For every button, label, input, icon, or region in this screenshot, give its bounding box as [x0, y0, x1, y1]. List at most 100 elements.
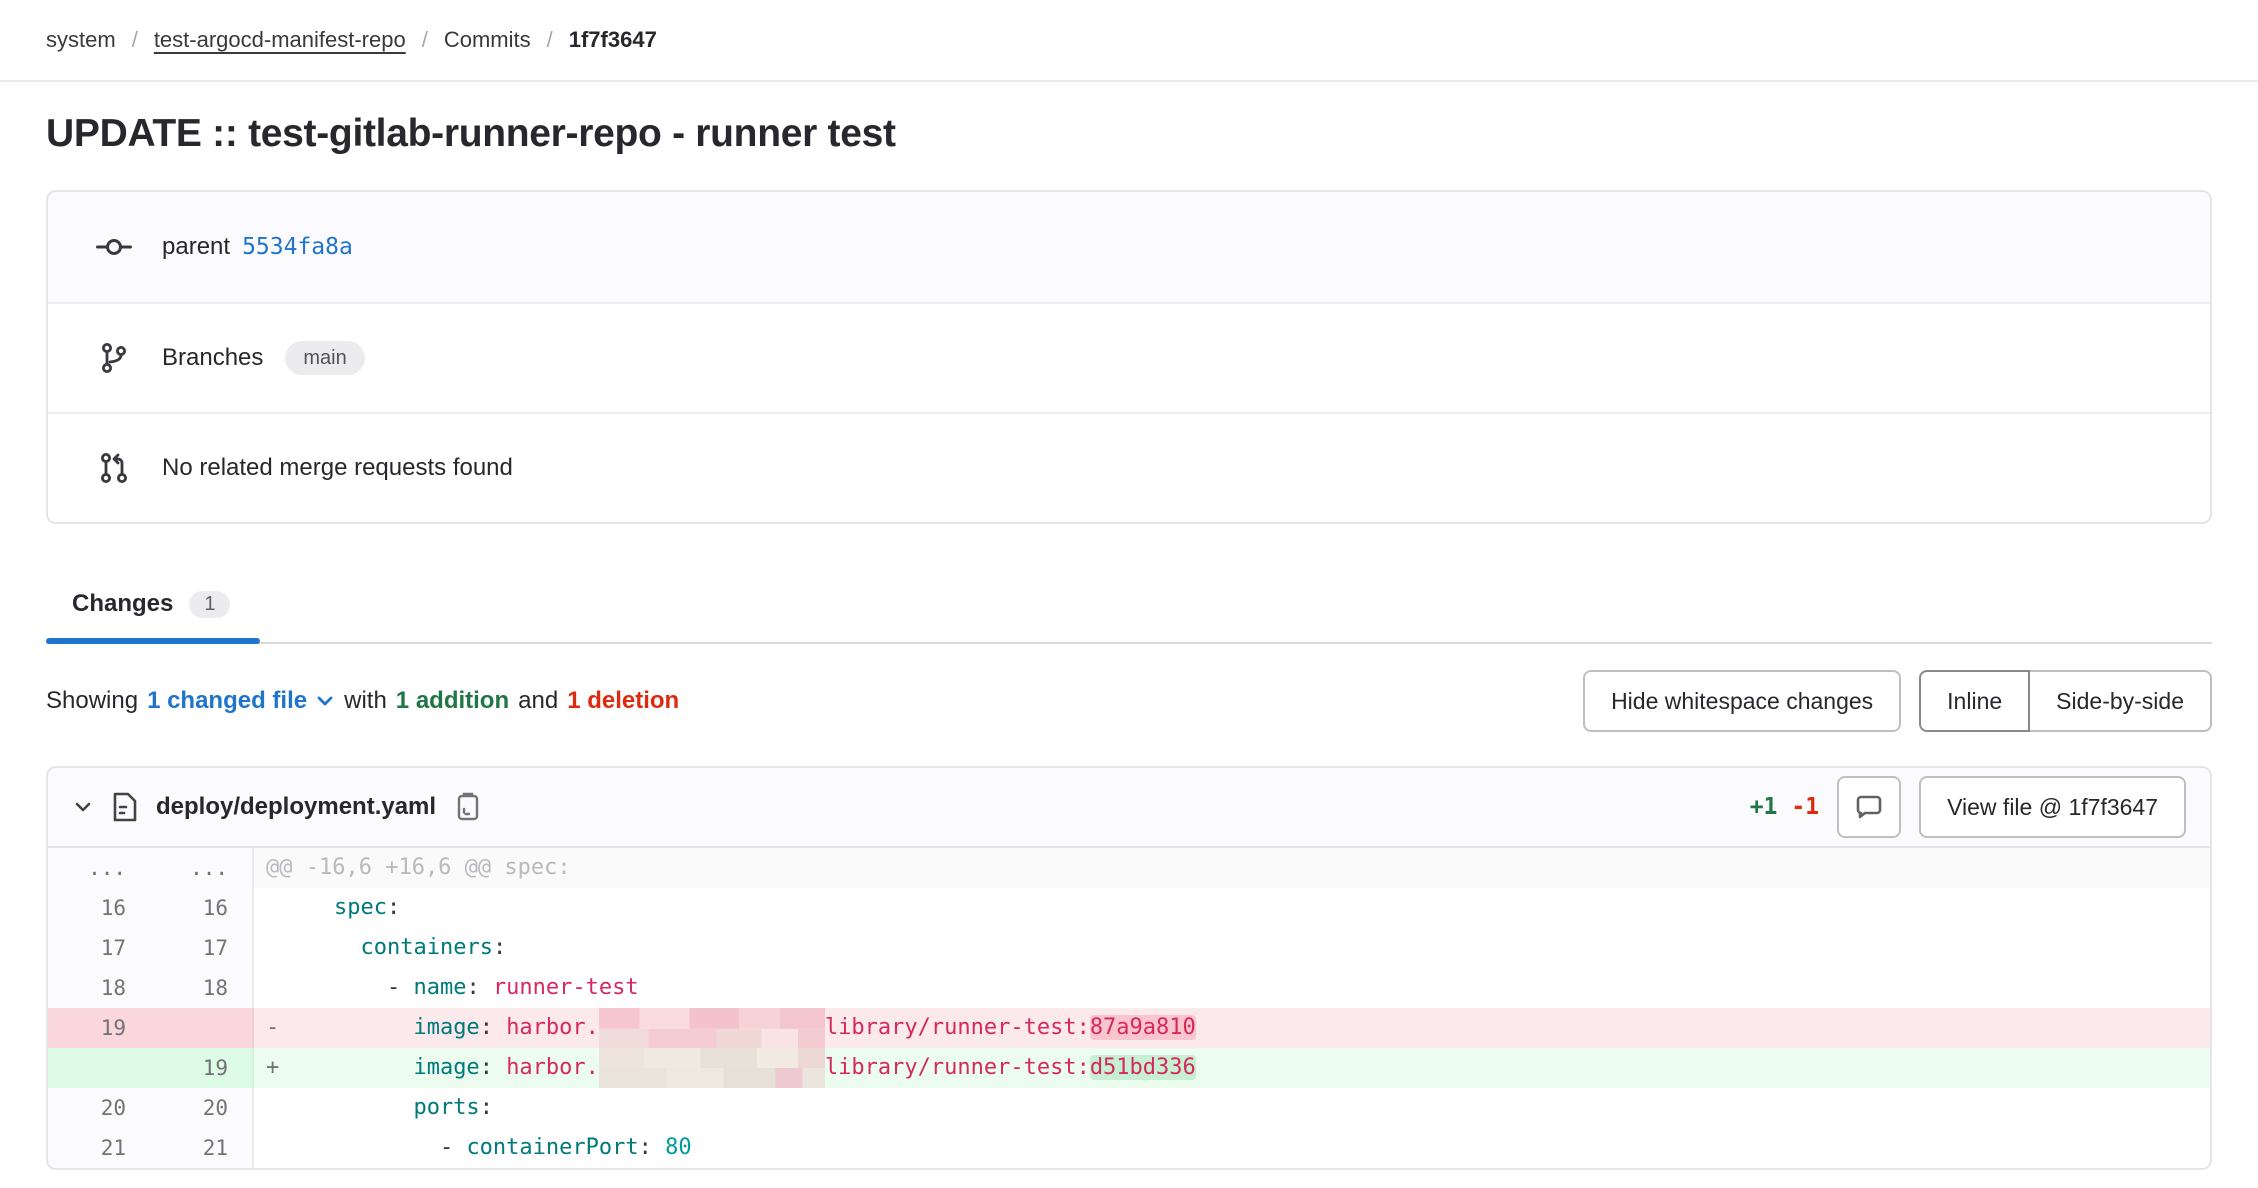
- branches-row: Branches main: [48, 302, 2210, 412]
- file-path[interactable]: deploy/deployment.yaml: [156, 793, 437, 820]
- new-line-number[interactable]: [150, 1008, 254, 1048]
- code-segment: containers: [360, 935, 493, 960]
- old-line-number[interactable]: [48, 1048, 150, 1088]
- breadcrumb-item-repo[interactable]: test-argocd-manifest-repo: [153, 27, 406, 52]
- code-segment: :: [492, 935, 507, 960]
- diff-marker: [266, 968, 281, 1008]
- breadcrumb-item-commits[interactable]: Commits: [443, 27, 531, 52]
- inline-view-button[interactable]: Inline: [1919, 670, 2031, 732]
- view-file-button[interactable]: View file @ 1f7f3647: [1919, 776, 2186, 838]
- diff-marker: [266, 1128, 281, 1168]
- diff-line-code: @@ -16,6 +16,6 @@ spec:: [254, 848, 2210, 888]
- censored-region: [598, 1048, 825, 1088]
- code-segment: image: [413, 1015, 480, 1040]
- code-segment: name: [413, 975, 467, 1000]
- old-line-number[interactable]: 19: [48, 1008, 150, 1048]
- new-line-number[interactable]: 19: [150, 1048, 254, 1088]
- side-by-side-view-button[interactable]: Side-by-side: [2030, 670, 2212, 732]
- diff-file-header-right: +1 -1 View file @ 1f7f3647: [1750, 776, 2186, 838]
- code-segment: [281, 895, 334, 920]
- code-segment: 87a9a810: [1089, 1015, 1196, 1040]
- breadcrumb: system / test-argocd-manifest-repo / Com…: [0, 0, 2258, 82]
- censored-region: [598, 1008, 825, 1048]
- code-segment: :: [479, 1015, 507, 1040]
- code-segment: runner-test: [492, 975, 639, 1000]
- additions-summary: 1 addition: [395, 687, 510, 714]
- diff-line: 19+ image: harbor.library/runner-test:d5…: [48, 1048, 2210, 1088]
- code-segment: image: [413, 1055, 480, 1080]
- old-line-number[interactable]: 17: [48, 928, 150, 968]
- breadcrumb-item-sha: 1f7f3647: [568, 27, 657, 52]
- diff-marker: [266, 1088, 281, 1128]
- breadcrumb-item-system[interactable]: system: [46, 27, 116, 52]
- breadcrumb-separator: /: [421, 27, 428, 52]
- commit-icon: [94, 234, 134, 260]
- comment-button[interactable]: [1837, 776, 1902, 838]
- diff-line-code: - name: runner-test: [254, 968, 2210, 1008]
- diff-file-header: deploy/deployment.yaml +1 -1 View file @…: [48, 768, 2210, 848]
- merge-request-text: No related merge requests found: [162, 454, 513, 481]
- showing-label: Showing: [46, 687, 139, 714]
- code-segment: :: [479, 1055, 507, 1080]
- code-segment: :: [479, 1095, 493, 1120]
- parent-sha-link[interactable]: 5534fa8a: [242, 234, 353, 260]
- hide-whitespace-button[interactable]: Hide whitespace changes: [1583, 670, 1902, 732]
- parent-row: parent 5534fa8a: [48, 192, 2210, 302]
- diff-line-code: - image: harbor.library/runner-test:87a9…: [254, 1008, 2210, 1048]
- diff-line-code: spec:: [254, 888, 2210, 928]
- new-line-number[interactable]: 20: [150, 1088, 254, 1128]
- breadcrumb-separator: /: [546, 27, 553, 52]
- chevron-down-icon: [315, 691, 335, 711]
- file-additions: +1: [1749, 794, 1778, 820]
- collapse-chevron-icon[interactable]: [72, 796, 94, 818]
- diff-line-code: - containerPort: 80: [254, 1128, 2210, 1168]
- old-line-number[interactable]: ...: [48, 848, 150, 888]
- diff-marker: [266, 928, 281, 968]
- old-line-number[interactable]: 20: [48, 1088, 150, 1128]
- diff-line: ......@@ -16,6 +16,6 @@ spec:: [48, 848, 2210, 888]
- code-segment: ports: [413, 1095, 480, 1120]
- code-segment: :: [466, 975, 493, 1000]
- code-segment: -: [281, 1135, 467, 1160]
- tab-bar: Changes 1: [46, 572, 2212, 644]
- new-line-number[interactable]: 18: [150, 968, 254, 1008]
- new-line-number[interactable]: 21: [150, 1128, 254, 1168]
- old-line-number[interactable]: 21: [48, 1128, 150, 1168]
- diff-controls: Showing 1 changed file with 1 addition a…: [46, 670, 2212, 732]
- old-line-number[interactable]: 18: [48, 968, 150, 1008]
- code-segment: -: [281, 975, 414, 1000]
- branches-label: Branches: [162, 344, 264, 371]
- new-line-number[interactable]: ...: [150, 848, 254, 888]
- code-segment: :: [386, 895, 401, 920]
- parent-label: parent: [162, 233, 231, 260]
- new-line-number[interactable]: 17: [150, 928, 254, 968]
- code-segment: [281, 935, 360, 960]
- code-segment: d51bd336: [1089, 1055, 1196, 1080]
- code-segment: :: [638, 1135, 666, 1160]
- file-deletions: -1: [1791, 794, 1820, 820]
- changed-files-dropdown[interactable]: 1 changed file: [147, 687, 335, 715]
- diff-view-options: Hide whitespace changes Inline Side-by-s…: [1583, 670, 2212, 732]
- new-line-number[interactable]: 16: [150, 888, 254, 928]
- diff-line-code: ports:: [254, 1088, 2210, 1128]
- diff-file-header-left: deploy/deployment.yaml: [72, 791, 1750, 823]
- tab-changes[interactable]: Changes 1: [46, 572, 261, 644]
- code-segment: [281, 1095, 413, 1120]
- diff-line-code: containers:: [254, 928, 2210, 968]
- changes-count-badge: 1: [189, 590, 231, 618]
- copy-path-icon[interactable]: [454, 791, 482, 823]
- breadcrumb-separator: /: [131, 27, 138, 52]
- merge-request-icon: [94, 452, 134, 484]
- branch-badge[interactable]: main: [285, 341, 365, 375]
- and-label: and: [518, 687, 559, 714]
- old-line-number[interactable]: 16: [48, 888, 150, 928]
- code-segment: 80: [665, 1135, 692, 1160]
- changed-files-label: 1 changed file: [147, 687, 308, 714]
- branch-icon: [94, 342, 134, 374]
- code-segment: [281, 1015, 413, 1040]
- diff-line: 19 - image: harbor.library/runner-test:87…: [48, 1008, 2210, 1048]
